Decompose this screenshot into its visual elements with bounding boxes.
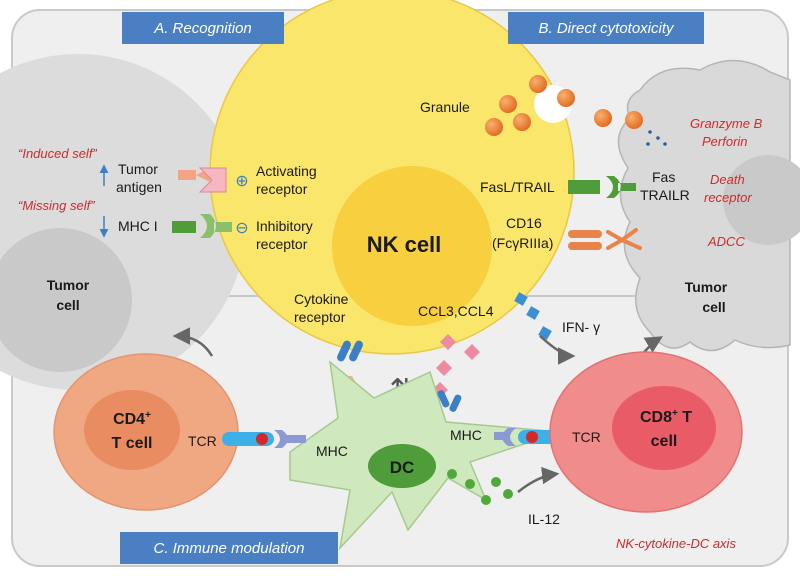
activating-label-1: Activating: [256, 163, 317, 179]
arrow-il12-to-cd8: [517, 466, 560, 493]
dc-label: DC: [390, 458, 415, 477]
cytokine-receptor-icon: [337, 340, 363, 362]
header-recognition: A. Recognition: [122, 12, 284, 44]
tumor-antigen-label-1: Tumor: [118, 161, 158, 177]
cd8-nucleus: [612, 386, 716, 470]
cd16-icon: [568, 230, 602, 250]
il12-label: IL-12: [528, 511, 560, 527]
cd8-label-line2: cell: [651, 433, 678, 450]
svg-text:C. Immune modulation: C. Immune modulation: [154, 540, 305, 557]
inhibitory-label-1: Inhibitory: [256, 218, 313, 234]
header-modulation: C. Immune modulation: [120, 532, 338, 564]
mhc-i-label: MHC I: [118, 218, 158, 234]
activating-label-2: receptor: [256, 181, 308, 197]
death-label-2: receptor: [704, 190, 752, 205]
il12-dots: [447, 469, 513, 505]
tcr-mhc-complex-left: [222, 430, 306, 448]
right-tumor-cell: [617, 59, 791, 352]
nk-cell-title: NK cell: [367, 232, 442, 257]
tcr-left-label: TCR: [188, 433, 217, 449]
svg-text:B. Direct cytotoxicity: B. Direct cytotoxicity: [538, 20, 675, 37]
ifn-gamma-label: IFN- γ: [562, 319, 600, 335]
dc-receptor-icon: [437, 390, 462, 412]
left-tumor-title-1: Tumor: [47, 277, 90, 293]
missing-self-label: “Missing self”: [18, 198, 95, 213]
cd4-label: CD4+: [113, 410, 151, 428]
cd16-sub-label: (FcγRIIIa): [492, 235, 553, 251]
cd8-label: CD8+ T: [640, 408, 692, 426]
granule-label: Granule: [420, 99, 470, 115]
axis-label: NK-cytokine-DC axis: [616, 536, 736, 551]
mhc-i-icon: [172, 221, 196, 233]
left-tumor-cell: [0, 54, 246, 390]
tcr-right-label: TCR: [572, 429, 601, 445]
svg-text:A. Recognition: A. Recognition: [153, 20, 252, 37]
mhc-left-label: MHC: [316, 443, 348, 459]
right-tumor-title-2: cell: [702, 299, 725, 315]
arrow-to-left-tumor: [172, 327, 214, 357]
activating-symbol: ⊕: [235, 173, 248, 190]
inhibitory-receptor-icon: [200, 214, 232, 238]
cd4-label-line2: T cell: [112, 435, 153, 452]
induced-self-label: “Induced self”: [18, 146, 97, 161]
adcc-label: ADCC: [707, 234, 745, 249]
header-cytotoxicity: B. Direct cytotoxicity: [508, 12, 704, 44]
cd16-label: CD16: [506, 215, 542, 231]
dc-nucleus: [368, 444, 436, 488]
arrow-ifn-to-cd8: [539, 335, 576, 365]
cytokine-label-1: Cytokine: [294, 291, 349, 307]
inhibitory-symbol: ⊖: [235, 220, 248, 237]
fas-label: Fas: [652, 169, 675, 185]
fasl-icon: [568, 180, 600, 194]
granzyme-label: Granzyme B: [690, 116, 763, 131]
trailr-label: TRAILR: [640, 187, 690, 203]
ccl-label: CCL3,CCL4: [418, 303, 494, 319]
nk-cell-nucleus: [332, 166, 492, 326]
granules: [485, 75, 667, 146]
left-tumor-title-2: cell: [56, 297, 79, 313]
right-tumor-core: [723, 155, 800, 245]
inhibitory-label-2: receptor: [256, 236, 308, 252]
death-label-1: Death: [710, 172, 745, 187]
fasl-trail-label: FasL/TRAIL: [480, 179, 555, 195]
right-tumor-title-1: Tumor: [685, 279, 728, 295]
mhc-right-label: MHC: [450, 427, 482, 443]
cd4-nucleus: [84, 390, 180, 470]
cytokine-label-2: receptor: [294, 309, 346, 325]
antibody-icon: [606, 228, 642, 250]
perforin-label: Perforin: [702, 134, 748, 149]
fas-receptor-icon: [606, 176, 636, 198]
activating-receptor-icon: [198, 167, 227, 193]
tumor-antigen-label-2: antigen: [116, 179, 162, 195]
